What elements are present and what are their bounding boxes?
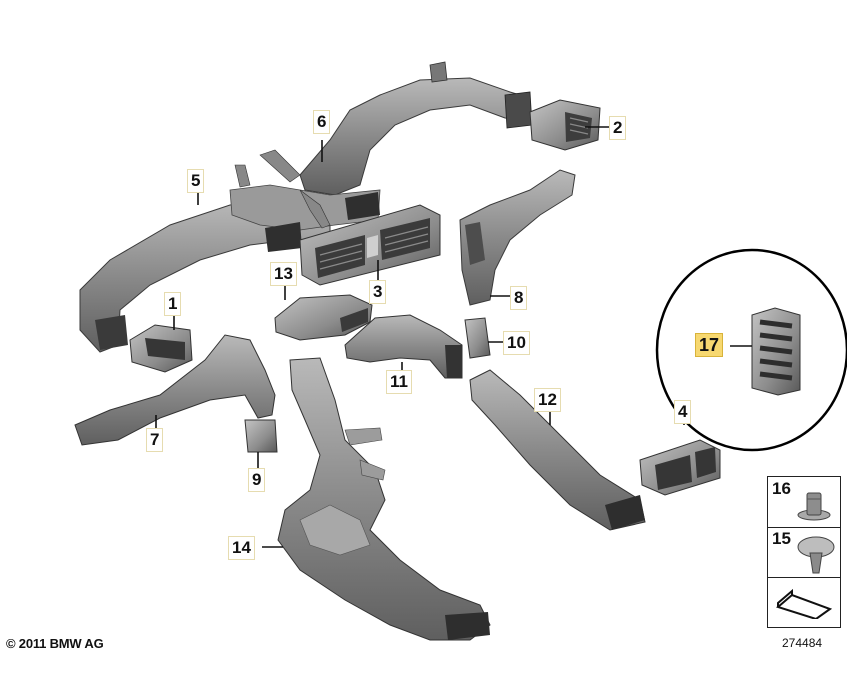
part-9-piece [244,419,278,453]
part-8-duct [459,169,576,306]
part-6-duct [299,61,533,196]
part-12-duct [469,369,646,531]
part-4-vent [639,439,721,496]
push-rivet-icon [797,536,835,574]
callout-10[interactable]: 10 [503,331,530,355]
detail-circle [655,248,847,452]
part-10-piece [464,317,491,359]
part-2-vent [529,99,601,151]
part-1-vent [129,324,193,373]
legend-row-15[interactable]: 15 [768,527,840,578]
part-3-vent [299,204,441,286]
callout-2[interactable]: 2 [609,116,627,140]
callout-3[interactable]: 3 [369,280,387,304]
callout-7[interactable]: 7 [146,428,164,452]
clip-nut-icon [797,492,831,521]
part-7-duct [74,334,276,446]
copyright-text: © 2011 BMW AG [6,636,104,651]
callout-5[interactable]: 5 [187,169,205,193]
part-14-duct [277,357,491,641]
part-13-duct [274,294,373,341]
callout-14[interactable]: 14 [228,536,255,560]
legend-row-symbol [768,577,840,627]
diagram-number: 274484 [782,636,823,650]
assembly-symbol-icon [775,588,833,619]
callout-8[interactable]: 8 [510,286,528,310]
part-5-duct [79,149,381,353]
callout-9[interactable]: 9 [248,468,266,492]
callout-17[interactable]: 17 [695,333,724,357]
callout-13[interactable]: 13 [270,262,297,286]
part-17-grille [751,307,801,396]
part-11-duct [344,314,463,379]
callout-1[interactable]: 1 [164,292,182,316]
legend-label-16: 16 [772,479,791,498]
fastener-legend: 16 15 [767,476,841,628]
callout-12[interactable]: 12 [534,388,561,412]
callout-6[interactable]: 6 [313,110,331,134]
callout-11[interactable]: 11 [386,370,412,394]
legend-label-15: 15 [772,529,791,548]
legend-row-16[interactable]: 16 [768,477,840,528]
callout-4[interactable]: 4 [674,400,692,424]
